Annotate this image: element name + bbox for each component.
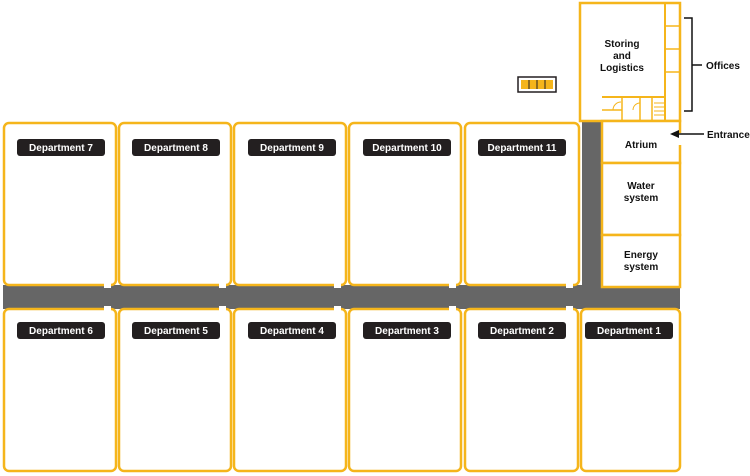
department-label-pill [17,322,105,339]
department-label-pill [478,139,566,156]
main-corridor [3,285,680,309]
energy-system-room[interactable] [600,233,682,289]
water-label-line2: system [624,193,659,204]
department-label: Department 3 [363,322,451,339]
department-5-room[interactable] [117,307,233,473]
entrance-arrow-icon [670,130,679,138]
door-gap [449,282,456,288]
department-8-room[interactable] [117,121,233,287]
department-7-room[interactable] [2,121,118,287]
department-1-room[interactable] [579,307,682,473]
entrance-opening [676,133,684,145]
storing-label-line2: and [613,51,631,62]
department-row-top [2,121,581,287]
department-label-text: Department 4 [260,326,324,337]
door-openings [104,282,573,312]
department-6-room[interactable] [2,307,118,473]
side-corridor [582,100,602,300]
department-10-room[interactable] [347,121,463,287]
department-label-pill [478,322,566,339]
department-3-room[interactable] [347,307,463,473]
energy-label-line1: Energy [624,250,658,261]
department-label-text: Department 9 [260,143,324,154]
department-label-text: Department 11 [488,143,557,154]
storing-label-line1: Storing [605,39,640,50]
department-label: Department 1 [585,322,673,339]
department-label: Department 11 [478,139,566,156]
department-label: Department 6 [17,322,105,339]
atrium-label: Atrium [625,140,657,151]
storing-logistics-block [578,1,682,123]
door-gap [449,306,456,312]
department-2-room[interactable] [463,307,580,473]
department-label-text: Department 6 [29,326,93,337]
department-label-text: Department 7 [29,143,93,154]
department-label-pill [585,322,673,339]
entrance-label: Entrance [707,130,750,141]
department-label-pill [17,139,105,156]
door-gap [334,282,341,288]
door-gap [219,306,226,312]
department-11-room[interactable] [463,121,581,287]
door-gap [566,282,573,288]
department-label-text: Department 8 [144,143,208,154]
door-swing [612,101,622,111]
storing-label-line3: Logistics [600,63,644,74]
service-block [600,119,684,289]
department-label-text: Department 5 [144,326,208,337]
department-label-text: Department 10 [372,143,442,154]
door-gap [104,306,111,312]
department-label: Department 10 [363,139,451,156]
offices-label: Offices [706,61,740,72]
department-4-room[interactable] [232,307,348,473]
department-label: Department 9 [248,139,336,156]
department-label-pill [248,139,336,156]
department-label-text: Department 3 [375,326,439,337]
department-labels: Department 7 Department 8 Department 9 Depa… [17,139,673,339]
door-gap [219,282,226,288]
pallet-rack-icon [517,76,557,93]
corridor [3,100,680,309]
department-label: Department 8 [132,139,220,156]
room-labels: Storing and Logistics Atrium Water syste… [600,39,658,273]
door-gap [566,306,573,312]
department-row-bottom [2,307,682,473]
water-system-room[interactable] [600,161,682,237]
energy-label-line2: system [624,262,659,273]
department-label-pill [248,322,336,339]
department-9-room[interactable] [232,121,348,287]
department-label: Department 5 [132,322,220,339]
department-label-text: Department 2 [490,326,554,337]
department-label-pill [132,322,220,339]
department-label-pill [132,139,220,156]
department-label: Department 4 [248,322,336,339]
department-label: Department 2 [478,322,566,339]
offices-callout: Offices [684,17,740,112]
department-label-pill [363,322,451,339]
door-gap [334,306,341,312]
department-label-pill [363,139,451,156]
department-label-text: Department 1 [597,326,661,337]
entrance-callout: Entrance [670,130,750,141]
door-gap [104,282,111,288]
door-swing [632,102,641,111]
department-label: Department 7 [17,139,105,156]
offices-bracket [684,17,702,112]
water-label-line1: Water [627,181,655,192]
